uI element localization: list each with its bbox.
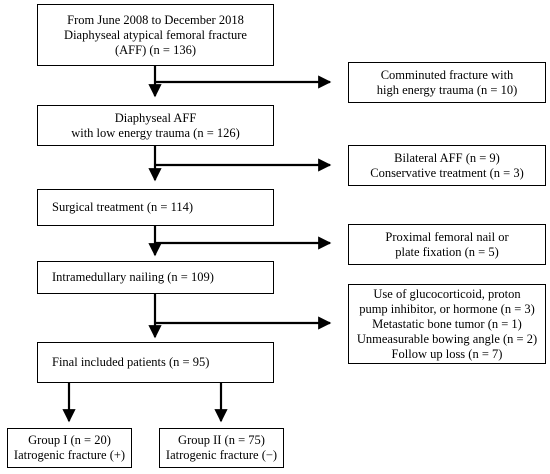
box-final-line-1: Final included patients (n = 95) (52, 355, 210, 369)
box-start: From June 2008 to December 2018 Diaphyse… (37, 4, 274, 66)
box-start-line-2: Diaphyseal atypical femoral fracture (64, 27, 247, 42)
box-group1: Group I (n = 20) Iatrogenic fracture (+) (7, 428, 132, 468)
box-excl-proximal: Proximal femoral nail or plate fixation … (348, 224, 546, 265)
box-low-energy: Diaphyseal AFF with low energy trauma (n… (37, 105, 274, 146)
box-nailing: Intramedullary nailing (n = 109) (37, 261, 274, 294)
box-surgical-line-1: Surgical treatment (n = 114) (52, 200, 194, 214)
box-low-energy-line-1: Diaphyseal AFF (114, 110, 197, 125)
box-excl-comminuted: Comminuted fracture with high energy tra… (348, 62, 546, 103)
box-excl-other-line-5: Follow up loss (n = 7) (391, 346, 503, 361)
box-excl-bilateral: Bilateral AFF (n = 9) Conservative treat… (348, 145, 546, 186)
box-group2-line-2: Iatrogenic fracture (−) (165, 448, 278, 462)
box-low-energy-line-2: with low energy trauma (n = 126) (71, 125, 240, 140)
box-excl-other-line-4: Unmeasurable bowing angle (n = 2) (356, 331, 538, 346)
box-start-line-3: (AFF) (n = 136) (114, 42, 196, 57)
box-surgical: Surgical treatment (n = 114) (37, 189, 274, 226)
box-excl-bilateral-line-1: Bilateral AFF (n = 9) (394, 150, 500, 165)
box-excl-other-line-3: Metastatic bone tumor (n = 1) (372, 316, 522, 331)
box-excl-bilateral-line-2: Conservative treatment (n = 3) (370, 165, 524, 180)
box-group2-line-1: Group II (n = 75) (178, 433, 265, 447)
box-group2: Group II (n = 75) Iatrogenic fracture (−… (159, 428, 284, 468)
box-group1-line-2: Iatrogenic fracture (+) (13, 448, 126, 462)
box-excl-other-line-2: pump inhibitor, or hormone (n = 3) (359, 301, 535, 316)
box-excl-proximal-line-1: Proximal femoral nail or (385, 229, 509, 244)
box-group1-line-1: Group I (n = 20) (28, 433, 111, 447)
box-final: Final included patients (n = 95) (37, 342, 274, 383)
box-excl-comminuted-line-2: high energy trauma (n = 10) (376, 82, 518, 97)
box-excl-other: Use of glucocorticoid, proton pump inhib… (348, 284, 546, 364)
box-excl-proximal-line-2: plate fixation (n = 5) (395, 244, 499, 259)
box-excl-other-line-1: Use of glucocorticoid, proton (373, 286, 521, 301)
box-excl-comminuted-line-1: Comminuted fracture with (380, 67, 514, 82)
box-start-line-1: From June 2008 to December 2018 (67, 12, 244, 27)
box-nailing-line-1: Intramedullary nailing (n = 109) (52, 270, 214, 284)
